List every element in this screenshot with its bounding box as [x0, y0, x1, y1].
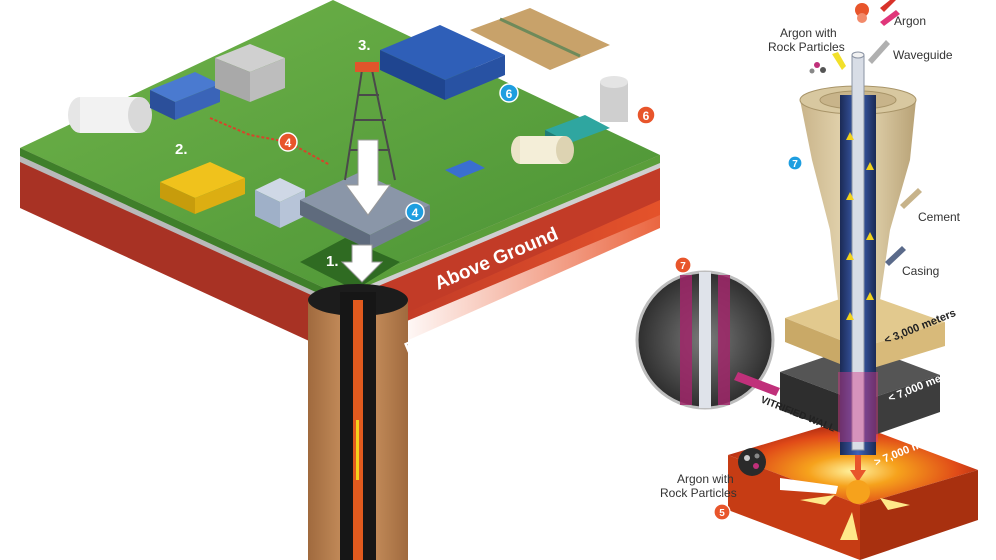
power-generator-building [150, 72, 220, 120]
cream-storage-tanks [511, 136, 574, 164]
exhaust-arrow [780, 478, 838, 494]
lens-waveguide [699, 272, 711, 408]
badge-blue-7: 7 [787, 155, 803, 171]
melt-front [846, 480, 870, 504]
grass-surface [20, 0, 660, 292]
vitrified-glow-band [838, 372, 878, 442]
drilling-derrick [344, 69, 396, 181]
soil-layer-red-left [20, 148, 333, 352]
badge-orange-7: 7 [674, 256, 692, 274]
cement-pointer-arrow [900, 188, 922, 209]
casing-label: Casing [902, 264, 939, 278]
argon-canister-icon [855, 3, 869, 23]
lens-pink-band-left [680, 275, 692, 405]
argon-rock-top-line1: Argon with [780, 26, 837, 40]
svg-text:7: 7 [680, 261, 686, 272]
drill-down-arrow [345, 139, 391, 216]
argon-storage-tank [68, 97, 152, 133]
lens-pink-band-right [718, 275, 730, 405]
step-2-label: 2. [175, 141, 188, 158]
argon-out-arrow [832, 52, 846, 70]
waveguide-arrow [868, 40, 890, 64]
badge-orange-5: 5 [713, 503, 731, 521]
soil-layer-red-right [333, 155, 660, 352]
magma-rock-block [728, 420, 978, 560]
argon-rock-top-line2: Rock Particles [768, 40, 845, 54]
site-office [255, 178, 305, 228]
upflow-arrows [846, 132, 874, 320]
argon-label: Argon [894, 14, 926, 28]
water-tower [600, 76, 628, 122]
grass-edge-right [333, 155, 660, 300]
water-treatment-units [380, 25, 505, 100]
control-cabinet [215, 44, 285, 102]
badge-orange-4: 4 [278, 132, 298, 152]
diesel-generator [160, 162, 245, 214]
svg-text:4: 4 [285, 136, 292, 150]
power-line [209, 117, 331, 166]
svg-text:4: 4 [412, 206, 419, 220]
svg-text:5: 5 [719, 508, 725, 519]
grass-edge-left [20, 148, 333, 300]
svg-text:6: 6 [643, 109, 650, 123]
badge-orange-6: 6 [636, 105, 656, 125]
heat-arrows [800, 495, 910, 540]
lens-pointer-arrow [734, 372, 780, 396]
step-3-label: 3. [358, 37, 371, 54]
svg-text:6: 6 [506, 87, 513, 101]
cement-label: Cement [918, 210, 961, 224]
casing-pointer-arrow [885, 246, 906, 266]
beam-down-arrow [850, 455, 866, 482]
badge-blue-4: 4 [405, 202, 425, 222]
derrick-crown [355, 62, 379, 72]
pipe-bundle [445, 160, 485, 178]
waveguide-label: Waveguide [893, 48, 953, 62]
entry-down-arrow [340, 244, 384, 283]
argon-input-arrow [880, 10, 900, 26]
rock-particles-bubble [738, 448, 766, 476]
waveguide-top [851, 51, 865, 59]
badge-blue-6: 6 [499, 83, 519, 103]
argon-rock-bottom-line1: Argon with [677, 472, 734, 486]
below-ground-glow [395, 200, 660, 346]
drill-pipe-highlight [356, 420, 359, 480]
step-1-label: 1. [326, 253, 339, 270]
argon-red-arrow [880, 0, 896, 12]
rock-particles-icon [809, 62, 826, 74]
settling-ponds [470, 8, 610, 70]
svg-text:7: 7 [792, 159, 798, 170]
argon-rock-bottom-line2: Rock Particles [660, 486, 737, 500]
